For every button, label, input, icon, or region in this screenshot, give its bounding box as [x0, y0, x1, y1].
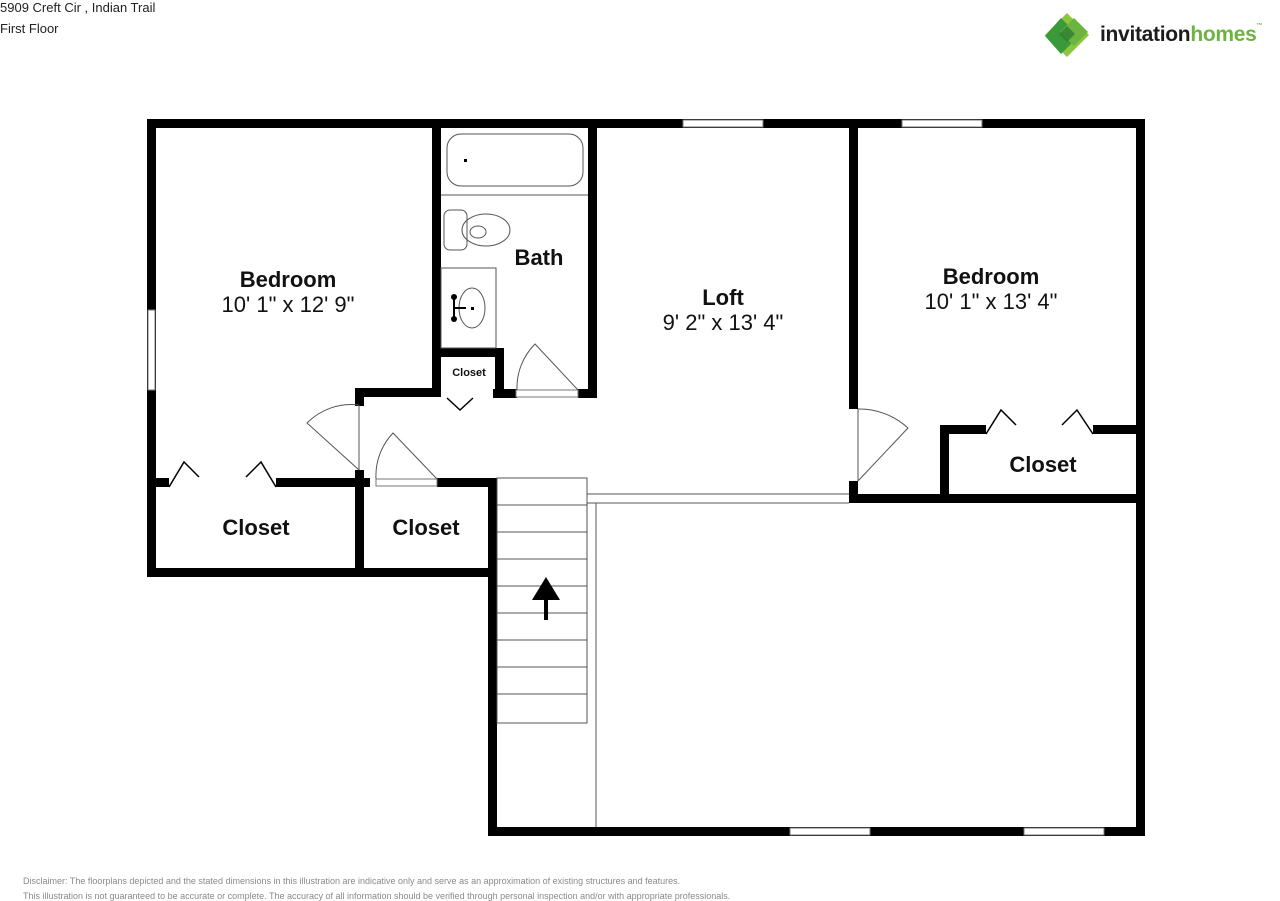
wall-stair-left — [488, 478, 497, 836]
property-address: 5909 Creft Cir , Indian Trail — [0, 0, 156, 15]
wall-right — [1136, 119, 1145, 836]
room-closet-bath: Closet — [452, 367, 486, 379]
room-closet-left: Closet — [222, 515, 290, 540]
brand-wordmark: invitationhomes™ — [1100, 23, 1263, 46]
room-bath: Bath — [514, 245, 564, 270]
wall-bath-left — [432, 119, 441, 395]
disclaimer-line-1: Disclaimer: The floorplans depicted and … — [23, 876, 681, 886]
wall-bottom-left — [147, 568, 497, 577]
room-bedroom-left: Bedroom 10' 1" x 12' 9" — [221, 267, 355, 318]
wall-top — [147, 119, 1145, 128]
brand-logo: invitationhomes™ — [1044, 12, 1263, 58]
green-diamond-logo-icon — [1045, 13, 1089, 57]
disclaimer-line-2: This illustration is not guaranteed to b… — [23, 891, 731, 901]
room-closet-right: Closet — [1009, 452, 1077, 477]
room-bedroom-right: Bedroom 10' 1" x 13' 4" — [924, 264, 1058, 315]
floor-label: First Floor — [0, 21, 59, 36]
room-closet-middle: Closet — [392, 515, 460, 540]
stair-up-arrow-icon — [532, 577, 560, 620]
wall-bath-right — [588, 119, 597, 398]
room-loft: Loft 9' 2" x 13' 4" — [662, 285, 784, 336]
